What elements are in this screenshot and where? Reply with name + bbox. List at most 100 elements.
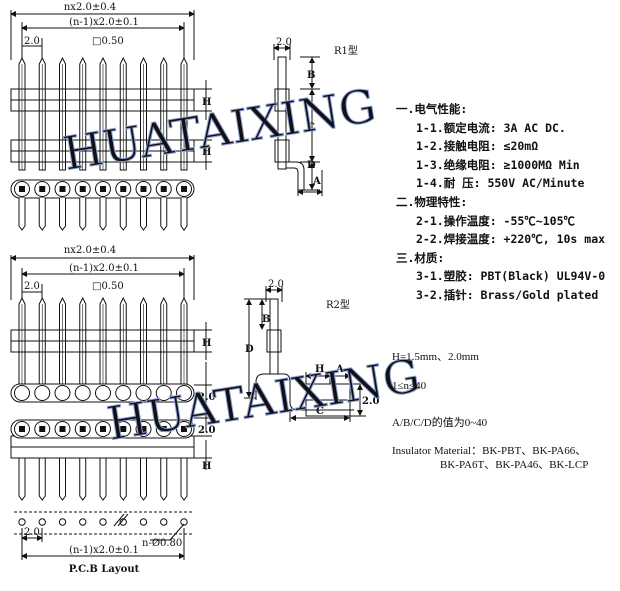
pad-tail: [180, 198, 188, 231]
pcb-hole: [99, 518, 107, 526]
r1-dim-d: D: [307, 160, 316, 171]
pcb-pitch: 2.0: [24, 527, 40, 538]
top-dim-h1: H: [202, 97, 211, 108]
bottom-dim-h2: H: [202, 461, 211, 472]
pad-ring: [54, 385, 71, 401]
pad-ring: [155, 385, 172, 401]
pin-tail: [119, 458, 127, 501]
bottom-dim-2-0b: 2.0: [198, 425, 215, 436]
r2-dim-c: C: [316, 406, 324, 417]
pad-tail: [119, 198, 127, 231]
pin-tail: [160, 458, 168, 501]
r2-dim-2-0: 2.0: [362, 396, 379, 407]
pad-tail: [99, 198, 107, 231]
pin-tail: [99, 458, 107, 501]
top-dim-h2: H: [202, 147, 211, 158]
pad-square: [59, 426, 66, 432]
pcb-hole: [38, 518, 46, 526]
spec-pin: 3-2.插针: Brass/Gold plated: [416, 287, 599, 302]
pad-tail: [79, 198, 87, 231]
pcb-dim-span: (n-1)x2.0±0.1: [69, 545, 139, 556]
note-h-values: H=1.5mm、2.0mm: [392, 351, 479, 363]
bottom-dim-2-0a: 2.0: [198, 392, 215, 403]
pad-ring: [115, 385, 132, 401]
pad-square: [79, 186, 86, 192]
spec-soldering-temp: 2-2.焊接温度: +220℃, 10s max: [416, 232, 606, 247]
top-dim-total: nx2.0±0.4: [64, 2, 116, 13]
bottom-front-view: [10, 255, 212, 501]
top-front-view: [10, 10, 212, 171]
pad-square: [100, 186, 106, 192]
pin-tail: [18, 458, 26, 501]
pin-tail: [180, 458, 188, 501]
pcb-layout: [14, 511, 194, 560]
pad-square: [39, 426, 46, 432]
pad-square: [181, 426, 187, 432]
r2-dim-b: B: [262, 314, 270, 325]
pad-tail: [140, 198, 147, 231]
pcb-hole: [58, 518, 67, 526]
pad-tail: [18, 198, 26, 231]
r1-dim-c: C: [307, 122, 315, 133]
pcb-hole: [79, 518, 87, 526]
r2-pitch: 2.0: [268, 279, 284, 290]
top-pins: [18, 56, 188, 171]
spec-insulation-resistance: 1-3.绝缘电阻: ≥1000MΩ Min: [416, 157, 580, 172]
watermark-bottom: HUATAIXING: [103, 348, 423, 451]
bottom-pin-square: □0.50: [92, 281, 124, 292]
pad-square: [140, 426, 147, 432]
pin-tail: [38, 458, 46, 501]
note-insulator-1: Insulator Material：BK-PBT、BK-PA66、: [392, 445, 587, 457]
bottom-dim-total: nx2.0±0.4: [64, 245, 116, 256]
pad-ring: [14, 385, 30, 401]
pad-square: [160, 186, 167, 192]
r1-pitch: 2.0: [276, 37, 292, 48]
spec-contact-resistance: 1-2.接触电阻: ≤20mΩ: [416, 139, 539, 154]
pad-square: [120, 186, 127, 192]
pad-ring: [135, 385, 152, 401]
specifications: 一.电气性能: 1-1.额定电流: 3A AC DC. 1-2.接触电阻: ≤2…: [396, 100, 618, 305]
r2-dim-h: H: [315, 364, 324, 375]
r1-dim-b: B: [307, 70, 315, 81]
pin-tail: [79, 458, 87, 501]
pad-square: [100, 426, 106, 432]
r2-label: R2型: [326, 298, 350, 311]
spec-section-electrical: 一.电气性能:: [396, 102, 468, 116]
watermark-top: HUATAIXING: [59, 78, 379, 181]
pcb-hole: [160, 518, 168, 526]
pad-square: [140, 186, 147, 192]
top-pad-row: [10, 179, 195, 231]
pad-square: [160, 426, 167, 432]
pcb-hole: n-Ø0.80: [142, 538, 182, 549]
pad-tail: [59, 198, 66, 231]
top-dim-span: (n-1)x2.0±0.1: [69, 17, 139, 28]
pad-ring: [34, 385, 51, 401]
pad-ring: [74, 385, 91, 401]
bottom-dim-span: (n-1)x2.0±0.1: [69, 263, 139, 274]
pin-tail: [59, 458, 66, 501]
pad-square: [120, 426, 127, 432]
r1-label: R1型: [334, 44, 358, 57]
pad-tail: [160, 198, 168, 231]
bottom-pitch: 2.0: [24, 281, 40, 292]
r1-dim-a: A: [312, 176, 321, 187]
pad-square: [19, 426, 25, 432]
spec-section-physical: 二.物理特性:: [396, 194, 468, 209]
top-pin-square: □0.50: [92, 36, 124, 47]
r2-dim-a: A: [335, 364, 344, 375]
r1-side-view: [273, 44, 323, 196]
pin-tail: [140, 458, 147, 501]
pad-ring: [176, 385, 192, 401]
r2-dim-d: D: [245, 344, 254, 355]
bottom-dim-h1: H: [202, 338, 211, 349]
pcb-hole: [139, 518, 148, 526]
r2-side-view: [244, 286, 366, 422]
pcb-hole: [18, 518, 26, 526]
top-pitch: 2.0: [24, 36, 40, 47]
pad-square: [59, 186, 66, 192]
pcb-title: P.C.B Layout: [69, 564, 140, 575]
spec-plastic: 3-1.塑胶: PBT(Black) UL94V-0: [416, 269, 606, 284]
spec-withstand-voltage: 1-4.耐 压: 550V AC/Minute: [416, 176, 585, 191]
